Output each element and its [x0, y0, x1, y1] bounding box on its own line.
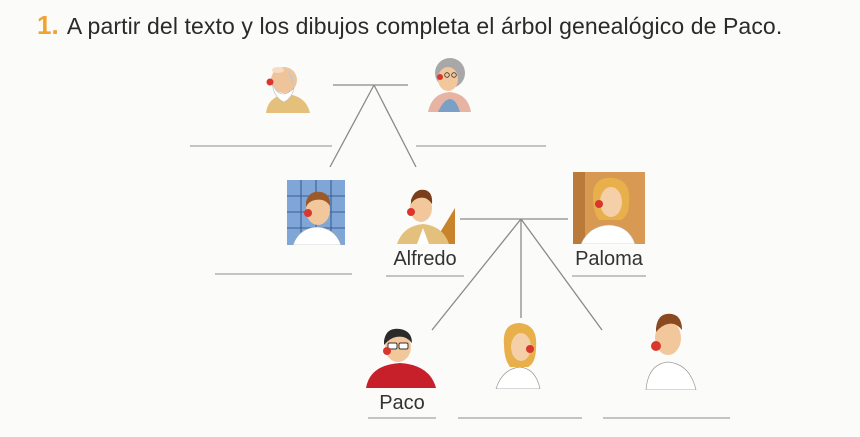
branch-line-left	[329, 84, 375, 168]
uncle-portrait-icon	[287, 180, 345, 245]
grandmother-portrait-icon	[428, 58, 471, 112]
instruction-text: A partir del texto y los dibujos complet…	[66, 13, 783, 39]
child-branch-right	[520, 218, 603, 331]
paco-portrait-icon	[366, 328, 436, 388]
grandfather-portrait-icon	[266, 67, 310, 113]
name-paco: Paco	[379, 392, 425, 414]
alfredo-portrait-icon	[397, 189, 455, 244]
child-branch-left	[431, 218, 522, 331]
paloma-portrait-icon	[573, 172, 645, 244]
exercise-instruction: 1. A partir del texto y los dibujos compl…	[37, 10, 782, 41]
branch-line-right	[373, 84, 417, 168]
name-alfredo: Alfredo	[393, 248, 457, 270]
name-paloma: Paloma	[575, 248, 643, 270]
sister-portrait-icon	[495, 323, 541, 389]
brother-portrait-icon	[645, 313, 697, 390]
exercise-number: 1.	[37, 10, 59, 40]
